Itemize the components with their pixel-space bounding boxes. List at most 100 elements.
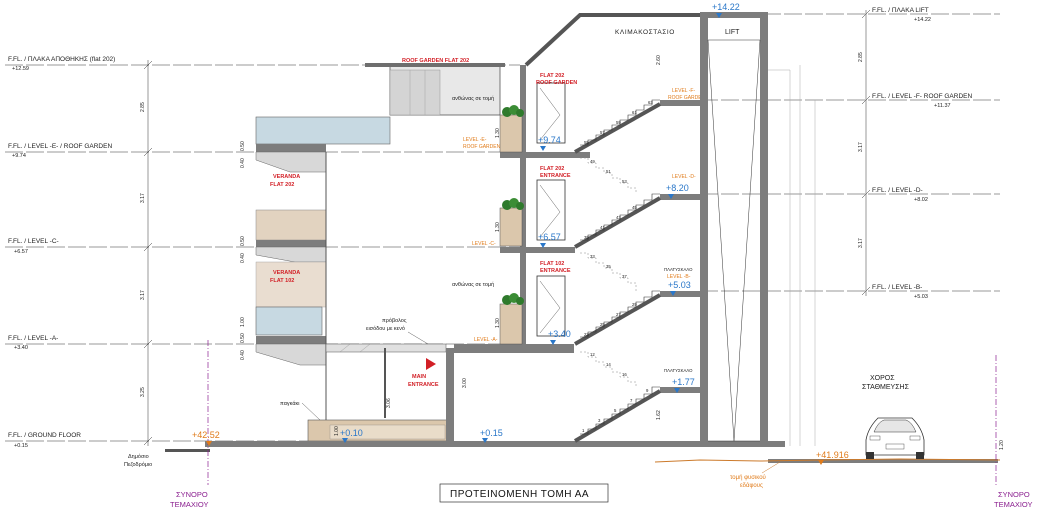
level-value-left-4: +0.15	[14, 443, 28, 449]
label-flowers-2: ανθώνας σε τομή	[452, 281, 494, 288]
staircase	[524, 13, 700, 443]
label-roof-garden: ROOF GARDEN FLAT 202	[402, 58, 469, 64]
level-label-left-4: F.FL. / GROUND FLOOR	[8, 432, 81, 439]
left-dimension-chain	[143, 60, 153, 446]
svg-text:59: 59	[616, 120, 621, 125]
level-value-left-0: +12.59	[12, 66, 29, 72]
roof-garden-box	[365, 63, 505, 116]
label-flat202-roof-a: FLAT 202	[540, 73, 564, 79]
elev-6-57: +6.57	[538, 232, 561, 242]
level-label-left-2: F.FL. / LEVEL -C-	[8, 238, 59, 245]
facade-small-dims: 0.50 0.40 0.50 0.40 1.00 0.50 0.40	[240, 141, 246, 360]
elev-0-10: +0.10	[340, 428, 363, 438]
label-flat202-entrance-b: ENTRANCE	[540, 173, 571, 179]
level-value-left-2: +6.57	[14, 249, 28, 255]
level-label-right-1: F.FL. / LEVEL -F- ROOF GARDEN	[872, 93, 972, 100]
label-boundary-right-a: ΣΥΝΟΡΟ	[998, 490, 1030, 499]
lift-shaft	[700, 12, 768, 447]
svg-text:0.40: 0.40	[240, 158, 246, 168]
svg-text:37: 37	[622, 274, 627, 279]
orange-label-e-a: LEVEL -E-	[463, 137, 487, 143]
orange-label-b-b: LEVEL -B-	[667, 274, 691, 280]
label-veranda-202-b: FLAT 202	[270, 182, 294, 188]
staircase-dashed-runs	[580, 157, 637, 387]
svg-text:43: 43	[616, 215, 621, 220]
elevation-markers: +14.22 +9.74 +8.20 +6.57 +5.03 +3.40 +1.…	[192, 2, 849, 465]
svg-text:3: 3	[598, 418, 601, 423]
orange-label-d: LEVEL -D-	[672, 174, 696, 180]
car-icon	[865, 417, 925, 459]
level-label-right-0: F.FL. / ΠΛΑΚΑ LIFT	[872, 7, 929, 14]
label-stair: ΚΛΙΜΑΚΟΣΤΑΣΙΟ	[615, 29, 675, 36]
dim-left-2: 3.17	[140, 290, 146, 300]
svg-text:0.40: 0.40	[240, 350, 246, 360]
svg-text:1.20: 1.20	[999, 440, 1005, 450]
svg-text:1.00: 1.00	[240, 317, 246, 327]
main-entrance-arrow-icon	[426, 358, 436, 370]
svg-text:1.30: 1.30	[495, 128, 501, 138]
elev-3-40: +3.40	[548, 329, 571, 339]
dim-right-0: 2.85	[858, 52, 864, 62]
label-veranda-202-a: VERANDA	[273, 174, 300, 180]
level-value-right-1: +11.37	[934, 103, 951, 109]
elev-42-52: +42.52	[192, 430, 220, 440]
label-flowers-1: ανθώνας σε τομή	[452, 95, 494, 102]
label-flat102-entrance-b: ENTRANCE	[540, 268, 571, 274]
label-sidewalk-a: Δημόσιο	[128, 453, 149, 460]
label-boundary-right-b: ΤΕΜΑΧΙΟΥ	[994, 500, 1033, 509]
svg-text:1.30: 1.30	[495, 318, 501, 328]
right-level-lines	[700, 13, 1000, 292]
svg-text:63: 63	[648, 100, 653, 105]
svg-text:53: 53	[622, 179, 627, 184]
label-flat102-entrance-a: FLAT 102	[540, 261, 564, 267]
label-canopy-a: πρόβολος	[382, 317, 407, 324]
svg-text:5: 5	[614, 408, 617, 413]
orange-label-a: LEVEL -A-	[474, 337, 498, 343]
label-bench: παγκάκι	[280, 400, 300, 407]
right-dimension-chain	[861, 9, 871, 296]
svg-text:27: 27	[616, 312, 621, 317]
svg-text:29: 29	[632, 302, 637, 307]
level-label-left-0: F.FL. / ΠΛΑΚΑ ΑΠΟΘΗΚΗΣ (flat 202)	[8, 56, 115, 63]
svg-text:1.30: 1.30	[495, 222, 501, 232]
svg-text:3.00: 3.00	[462, 378, 468, 388]
svg-text:33: 33	[590, 254, 595, 259]
label-landing-2: ΠΛΑΤΥΣΚΑΛΟ	[664, 368, 693, 373]
label-parking-a: ΧΟΡΟΣ	[870, 375, 895, 382]
level-value-right-2: +8.02	[914, 197, 928, 203]
dim-left-0: 2.85	[140, 102, 146, 112]
adjacent-outlines	[768, 65, 816, 446]
label-lift: LIFT	[725, 29, 740, 36]
svg-text:49: 49	[590, 159, 595, 164]
label-main-entrance-b: ENTRANCE	[408, 382, 439, 388]
svg-text:39: 39	[584, 235, 589, 240]
label-veranda-102-a: VERANDA	[273, 270, 300, 276]
svg-text:1: 1	[582, 428, 585, 433]
svg-text:12: 12	[590, 352, 595, 357]
svg-text:9: 9	[646, 388, 649, 393]
elev-0-15: +0.15	[480, 428, 503, 438]
orange-label-e-b: ROOF GARDEN	[463, 144, 501, 150]
label-ground-a: τομή φυσικού	[730, 474, 766, 481]
svg-text:0.50: 0.50	[240, 333, 246, 343]
svg-text:7: 7	[630, 398, 633, 403]
orange-label-c: LEVEL -C-	[472, 241, 496, 247]
level-label-left-1: F.FL. / LEVEL -E- / ROOF GARDEN	[8, 143, 112, 150]
svg-text:61: 61	[632, 110, 637, 115]
plot-boundaries	[207, 340, 997, 485]
dim-right-1: 3.17	[858, 142, 864, 152]
svg-text:55: 55	[584, 140, 589, 145]
svg-text:0.50: 0.50	[240, 141, 246, 151]
ground-floor	[165, 343, 785, 452]
label-sidewalk-b: Πεζοδρόμιο	[124, 461, 152, 468]
svg-text:35: 35	[606, 264, 611, 269]
svg-text:14: 14	[606, 362, 611, 367]
elev-9-74: +9.74	[538, 135, 561, 145]
svg-text:51: 51	[606, 169, 611, 174]
elev-5-03: +5.03	[668, 280, 691, 290]
svg-text:57: 57	[600, 130, 605, 135]
label-ground-b: εδάφους	[740, 482, 763, 489]
label-veranda-102-b: FLAT 102	[270, 278, 294, 284]
orange-label-f-a: LEVEL -F-	[672, 88, 695, 94]
